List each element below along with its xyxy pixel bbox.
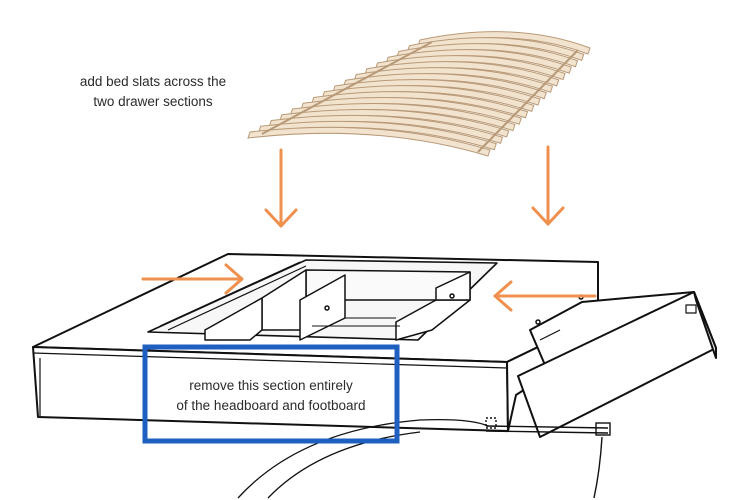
removal-instruction-line1: remove this section entirely — [189, 378, 353, 393]
removal-instruction-line2: of the headboard and footboard — [176, 398, 366, 413]
slatted-bed-base — [247, 31, 591, 157]
down-arrow-icon-right — [531, 145, 565, 226]
down-arrow-icon-left — [264, 148, 298, 228]
slats-instruction-line2: two drawer sections — [93, 94, 213, 109]
drawer-runner — [485, 417, 611, 499]
slat-rail — [261, 41, 433, 135]
left-arrow-icon — [493, 280, 597, 312]
slats-instruction-line1: add bed slats across the — [79, 74, 227, 89]
slat-rail — [477, 49, 579, 153]
right-arrow-icon — [141, 263, 244, 295]
open-drawer — [517, 291, 717, 438]
removal-instruction: remove this section entirely of the head… — [148, 376, 394, 416]
bed-slat — [247, 126, 491, 157]
drawer-compartments — [159, 261, 584, 341]
removal-highlight-box — [142, 344, 400, 444]
slats-instruction: add bed slats across the two drawer sect… — [58, 72, 248, 112]
floor-curves — [237, 418, 489, 499]
